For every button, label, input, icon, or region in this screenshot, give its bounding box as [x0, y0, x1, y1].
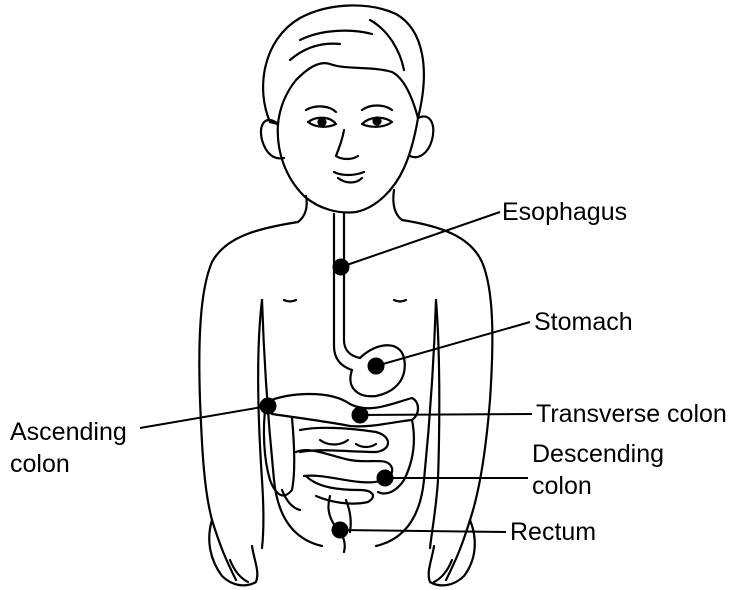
transverse-colon-marker [353, 408, 368, 423]
label-transverse-colon: Transverse colon [536, 398, 727, 430]
label-ascending-colon: Ascending colon [10, 416, 127, 480]
stomach-marker [369, 359, 384, 374]
label-line: colon [10, 448, 127, 480]
label-line: Transverse colon [536, 398, 727, 430]
label-esophagus: Esophagus [502, 196, 627, 228]
label-rectum: Rectum [510, 516, 596, 548]
hair-outline [263, 5, 424, 124]
label-line: Descending [532, 438, 664, 470]
label-line: colon [532, 470, 664, 502]
label-line: Ascending [10, 416, 127, 448]
label-stomach: Stomach [534, 306, 633, 338]
ascending-colon-marker [261, 399, 276, 414]
label-line: Stomach [534, 306, 633, 338]
descending-colon-marker [378, 471, 393, 486]
label-line: Rectum [510, 516, 596, 548]
face-outline [278, 118, 418, 212]
transverse-colon-organ [266, 394, 418, 426]
esophagus-marker [334, 260, 349, 275]
label-descending-colon: Descending colon [532, 438, 664, 502]
rectum-marker [333, 523, 348, 538]
label-line: Esophagus [502, 196, 627, 228]
left-shoulder-arm [199, 222, 298, 580]
